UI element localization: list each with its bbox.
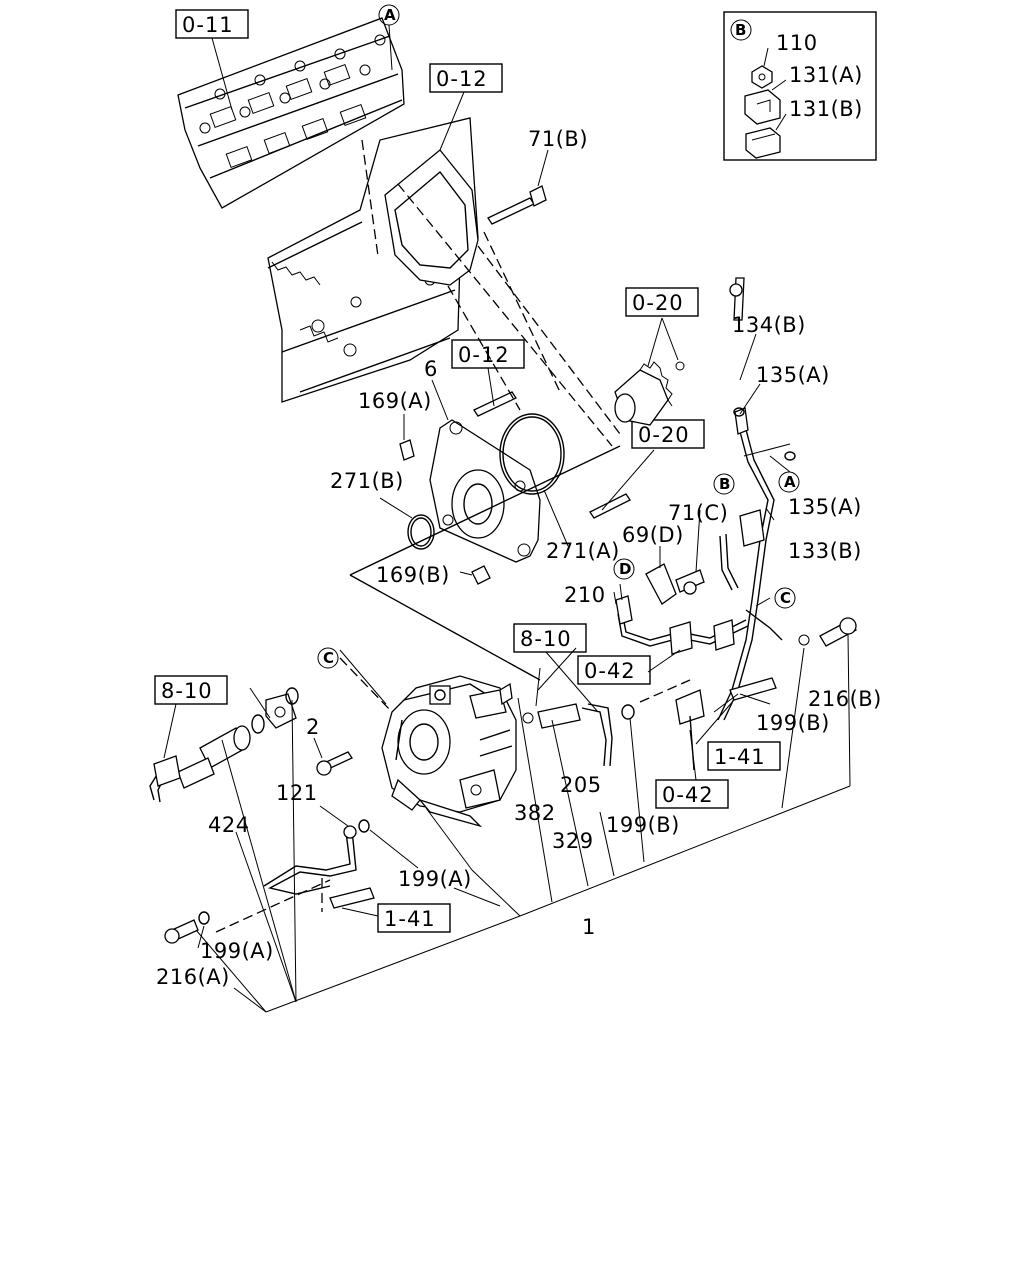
callout-199a-bottom: 199(A) xyxy=(200,939,274,963)
callout-424: 424 xyxy=(208,813,250,837)
callout-135a-right: 135(A) xyxy=(788,495,862,519)
marker-c-right: C xyxy=(780,589,791,607)
callout-1: 1 xyxy=(582,915,596,939)
callout-labels: 71(B) 6 169(A) 271(B) 271(A) 169(B) 134(… xyxy=(156,127,882,989)
inset-marker-circle xyxy=(730,19,752,41)
washer-199b xyxy=(621,704,635,720)
callout-121: 121 xyxy=(276,781,318,805)
stud-bolts xyxy=(399,185,631,585)
gasket-drawing xyxy=(265,687,299,729)
bolt-2-drawing xyxy=(316,751,353,776)
callout-199a-mid: 199(A) xyxy=(398,867,472,891)
drive-gear-drawing xyxy=(614,317,685,426)
ref-0-20-mid: 0-20 xyxy=(638,423,690,447)
pressure-sensor-drawing xyxy=(522,703,613,767)
leader-lines xyxy=(163,37,791,949)
callout-329: 329 xyxy=(552,829,594,853)
return-pipe-drawing xyxy=(263,819,375,912)
inset-label-110: 110 xyxy=(776,31,818,55)
ref-0-42-bottom: 0-42 xyxy=(662,783,714,807)
inset-label-131a: 131(A) xyxy=(789,63,863,87)
bolt-216a-drawing xyxy=(164,911,210,944)
callout-2: 2 xyxy=(306,715,320,739)
nut-icon xyxy=(751,65,773,89)
ref-0-11: 0-11 xyxy=(182,13,234,37)
reference-boxes: 0-11 0-12 0-12 0-20 0-20 8-10 8-10 0-42 … xyxy=(154,9,781,933)
callout-205: 205 xyxy=(560,773,602,797)
inset-box-b: B 110 131(A) 131(B) xyxy=(723,11,877,161)
callout-169b: 169(B) xyxy=(376,563,450,587)
marker-c-left: C xyxy=(323,649,334,667)
item-1-convergence-lines xyxy=(195,633,851,1013)
circled-markers: A A B C C D xyxy=(317,4,800,669)
callout-169a: 169(A) xyxy=(358,389,432,413)
ref-8-10-right: 8-10 xyxy=(520,627,572,651)
clip-drawing xyxy=(645,563,705,605)
callout-71b: 71(B) xyxy=(528,127,588,151)
marker-a-top: A xyxy=(384,6,396,24)
o-ring-large xyxy=(499,413,565,495)
injection-pump-drawing xyxy=(381,675,517,828)
inset-label-131b: 131(B) xyxy=(789,97,863,121)
marker-a-right: A xyxy=(784,473,796,491)
ref-1-41-right: 1-41 xyxy=(714,745,766,769)
callout-271b: 271(B) xyxy=(330,469,404,493)
callout-216a: 216(A) xyxy=(156,965,230,989)
marker-b-right: B xyxy=(719,475,730,493)
callout-69d: 69(D) xyxy=(622,523,684,547)
callout-271a: 271(A) xyxy=(546,539,620,563)
cylinder-head-drawing xyxy=(177,17,405,209)
clamp-b-icon xyxy=(745,127,781,159)
leak-off-pipe-drawing xyxy=(615,595,749,655)
callout-216b: 216(B) xyxy=(808,687,882,711)
callout-382: 382 xyxy=(514,801,556,825)
inset-marker: B xyxy=(735,21,746,39)
callout-199b-right: 199(B) xyxy=(756,711,830,735)
callout-71c: 71(C) xyxy=(668,501,728,525)
ref-0-20-top: 0-20 xyxy=(632,291,684,315)
ref-1-41-left: 1-41 xyxy=(384,907,436,931)
ref-0-42-top: 0-42 xyxy=(584,659,636,683)
alignment-lines xyxy=(215,139,691,933)
callout-135a-top: 135(A) xyxy=(756,363,830,387)
callout-134b: 134(B) xyxy=(732,313,806,337)
ref-0-12-mid: 0-12 xyxy=(458,343,510,367)
ref-0-12-top: 0-12 xyxy=(436,67,488,91)
callout-199b-mid: 199(B) xyxy=(606,813,680,837)
marker-d: D xyxy=(619,560,631,578)
clamp-a-icon xyxy=(744,89,781,125)
o-ring-small xyxy=(407,514,435,550)
callout-133b: 133(B) xyxy=(788,539,862,563)
callout-6: 6 xyxy=(424,357,438,381)
pump-flange-drawing xyxy=(429,419,541,563)
callout-210: 210 xyxy=(564,583,606,607)
ref-8-10-left: 8-10 xyxy=(161,679,213,703)
suction-valve-drawing xyxy=(149,714,265,803)
